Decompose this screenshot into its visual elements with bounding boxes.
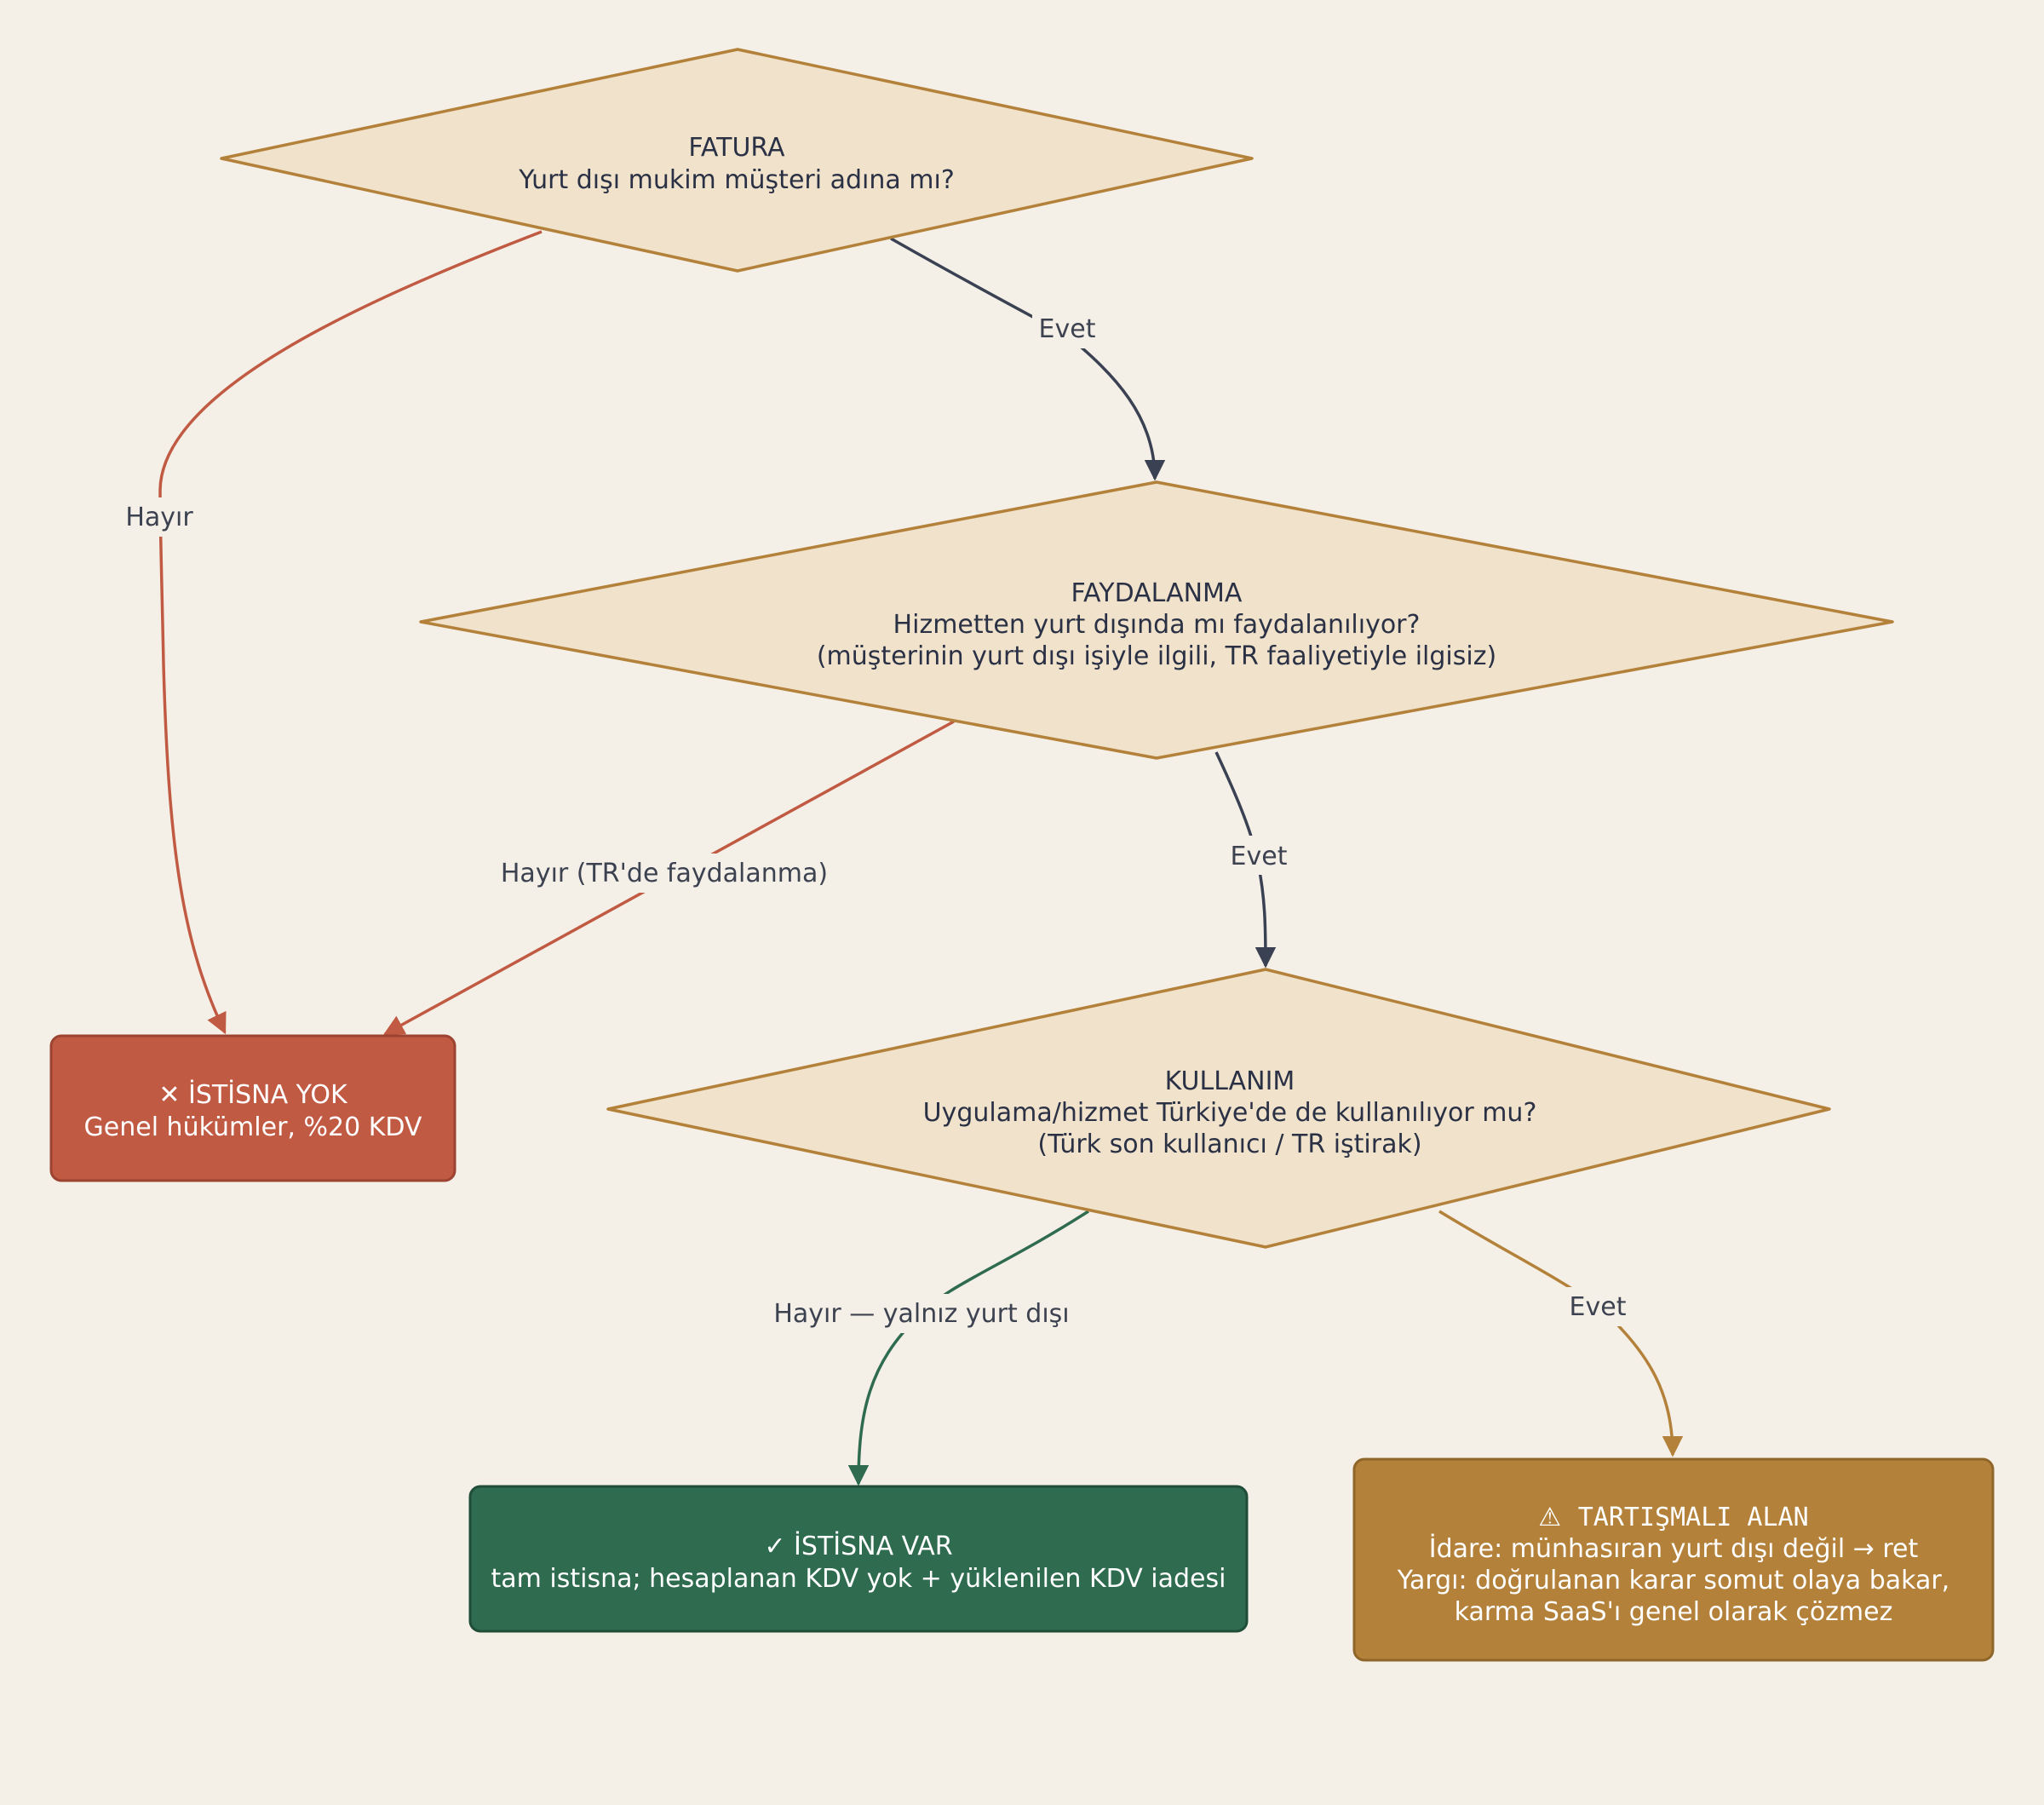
faydalanma-note: (müşterinin yurt dışı işiyle ilgili, TR …: [817, 641, 1496, 671]
outcome-tartismali-alan: ⚠ TARTIŞMALI ALAN İdare: münhasıran yurt…: [1352, 1457, 1995, 1662]
fatura-title: FATURA: [688, 133, 785, 163]
tartismali-yargi: Yargı: doğrulanan karar somut olaya baka…: [1397, 1566, 1949, 1595]
warning-icon: ⚠: [1538, 1503, 1561, 1532]
istisna-var-title: ✓ İSTİSNA VAR: [764, 1531, 952, 1561]
outcome-istisna-var: ✓ İSTİSNA VAR tam istisna; hesaplanan KD…: [468, 1485, 1249, 1633]
edge-label-kullanim-hayir: Hayır — yalnız yurt dışı: [773, 1299, 1069, 1329]
tartismali-title: TARTIŞMALI ALAN: [1578, 1503, 1809, 1532]
outcome-istisna-yok: ✕ İSTİSNA YOK Genel hükümler, %20 KDV: [49, 1034, 456, 1182]
decision-fatura: FATURA Yurt dışı mukim müşteri adına mı?: [220, 48, 1254, 273]
edge-kullanim-hayir: [847, 1210, 1089, 1486]
istisna-yok-title: ✕ İSTİSNA YOK: [158, 1079, 348, 1110]
kullanim-title: KULLANIM: [1165, 1066, 1295, 1096]
edge-label-fatura-hayir: Hayır: [125, 503, 193, 532]
edge-label-fatura-evet: Evet: [1039, 314, 1096, 344]
edge-label-kullanim-evet: Evet: [1570, 1292, 1627, 1322]
faydalanma-title: FAYDALANMA: [1071, 578, 1243, 608]
istisna-yok-detail: Genel hükümler, %20 KDV: [84, 1112, 422, 1142]
decision-kullanim: KULLANIM Uygulama/hizmet Türkiye'de de k…: [606, 968, 1831, 1249]
svg-text:⚠ TARTIŞMALI ALAN: ⚠ TARTIŞMALI ALAN: [1538, 1503, 1808, 1532]
tartismali-saas: karma SaaS'ı genel olarak çözmez: [1455, 1597, 1893, 1627]
kullanim-question: Uygulama/hizmet Türkiye'de de kullanılıy…: [923, 1098, 1537, 1128]
istisna-var-detail: tam istisna; hesaplanan KDV yok + yüklen…: [491, 1564, 1226, 1594]
edge-kullanim-evet: [1438, 1210, 1684, 1457]
kullanim-note: (Türk son kullanıcı / TR iştirak): [1037, 1130, 1421, 1159]
edge-label-faydalanma-hayir: Hayır (TR'de faydalanma): [501, 859, 828, 888]
edge-label-faydalanma-evet: Evet: [1231, 842, 1288, 871]
tartismali-idare: İdare: münhasıran yurt dışı değil → ret: [1429, 1533, 1919, 1564]
fatura-question: Yurt dışı mukim müşteri adına mı?: [518, 165, 955, 195]
edge-fatura-evet: [890, 237, 1166, 481]
faydalanma-question: Hizmetten yurt dışında mı faydalanılıyor…: [893, 610, 1421, 640]
decision-faydalanma: FAYDALANMA Hizmetten yurt dışında mı fay…: [419, 480, 1894, 760]
edge-fatura-hayir: [158, 230, 543, 1035]
